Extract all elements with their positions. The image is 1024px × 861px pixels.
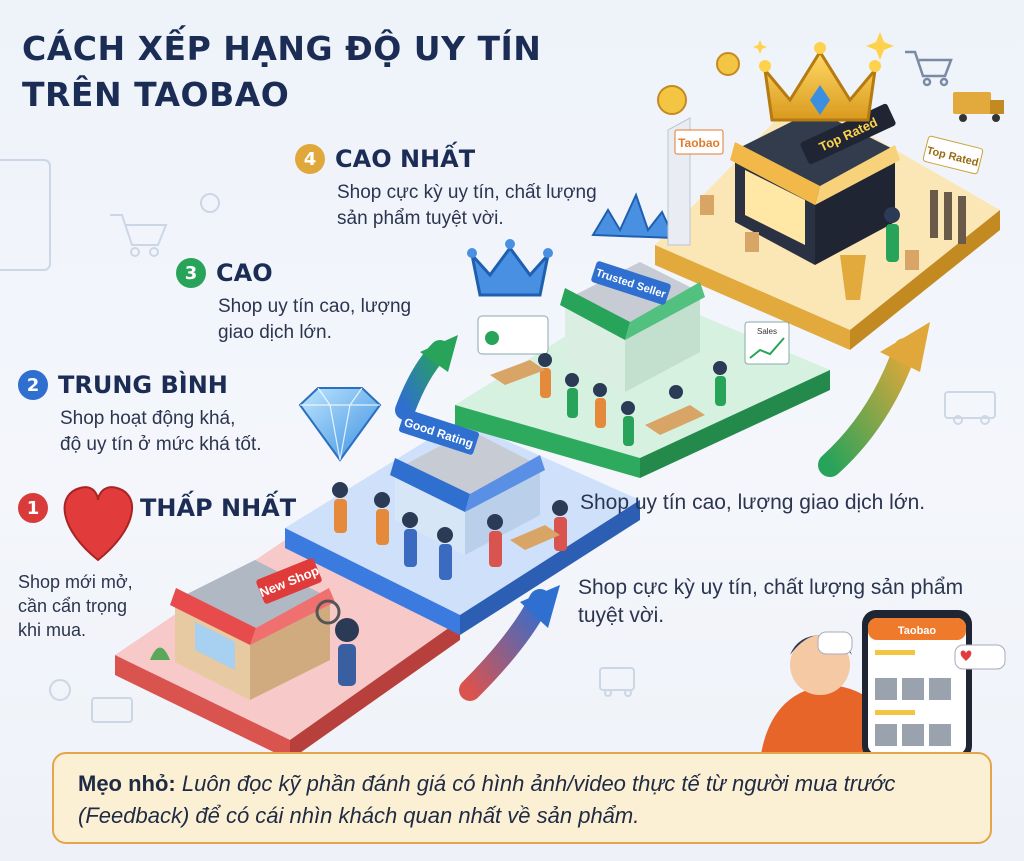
level-1-number-badge: 1 (18, 493, 48, 523)
side-note-highest: Shop cực kỳ uy tín, chất lượng sản phẩm … (578, 574, 963, 630)
page-title-line-2: TRÊN TAOBAO (22, 75, 290, 114)
gold-coin-icons (657, 52, 740, 115)
level-4-desc-line-2: sản phẩm tuyệt vời. (337, 208, 504, 229)
taobao-wall-sign: Taobao (678, 136, 720, 150)
level-4-number-badge: 4 (295, 144, 325, 174)
level-1-desc-line-3: khi mua. (18, 620, 87, 640)
level-2-desc-line-2: độ uy tín ở mức khá tốt. (60, 434, 262, 455)
background-decor (0, 159, 996, 723)
new-shop-store: New Shop (150, 558, 359, 700)
side-note-highest-line-1: Shop cực kỳ uy tín, chất lượng sản phẩm (578, 576, 964, 599)
level-3-desc-line-2: giao dịch lớn. (218, 322, 332, 343)
phone-app-title: Taobao (898, 625, 937, 637)
top-rated-store: Taobao Top Rated Top Rated (667, 103, 984, 300)
blue-crown-icon (467, 239, 553, 297)
page-title: CÁCH XẾP HẠNG ĐỘ UY TÍN TRÊN TAOBAO (22, 26, 541, 118)
level-2-desc-line-1: Shop hoạt động khá, (60, 408, 236, 429)
heart-icon (63, 486, 133, 562)
level-3-title: CAO (216, 259, 273, 287)
level-2-number-badge: 2 (18, 370, 48, 400)
level-4-desc-line-1: Shop cực kỳ uy tín, chất lượng (337, 182, 597, 203)
level-3-block: 3 CAO Shop uy tín cao, lượng giao dịch l… (176, 258, 411, 346)
level-4-title: CAO NHẤT (335, 145, 476, 173)
progress-arrows (395, 322, 930, 701)
level-1-title: THẤP NHẤT (140, 494, 297, 522)
tip-box: Mẹo nhỏ: Luôn đọc kỹ phần đánh giá có hì… (52, 752, 992, 844)
tip-label: Mẹo nhỏ: (78, 771, 176, 796)
level-3-desc-line-1: Shop uy tín cao, lượng (218, 296, 412, 317)
sales-board-label: Sales (757, 327, 777, 336)
cart-icon (905, 50, 953, 87)
page-title-line-1: CÁCH XẾP HẠNG ĐỘ UY TÍN (22, 29, 542, 68)
level-1-desc-line-2: cần cẩn trọng (18, 596, 128, 616)
gold-crown-icon (759, 42, 881, 122)
side-note-high: Shop uy tín cao, lượng giao dịch lớn. (580, 491, 926, 514)
sparkle-icons (753, 32, 894, 60)
tip-text: Luôn đọc kỹ phần đánh giá có hình ảnh/vi… (78, 771, 896, 828)
trusted-seller-store: Trusted Seller Sales (477, 192, 790, 446)
level-2-title: TRUNG BÌNH (58, 371, 228, 399)
level-4-block: 4 CAO NHẤT Shop cực kỳ uy tín, chất lượn… (295, 144, 597, 232)
phone-review-illustration: Taobao (760, 610, 1006, 760)
diamond-icon (298, 387, 382, 462)
level-3-number-badge: 3 (176, 258, 206, 288)
level-1-desc: Shop mới mở, cần cẩn trọng khi mua. (18, 570, 133, 642)
level-1-desc-line-1: Shop mới mở, (18, 572, 133, 592)
side-note-highest-line-2: tuyệt vời. (578, 604, 665, 627)
level-2-block: 2 TRUNG BÌNH Shop hoạt động khá, độ uy t… (18, 370, 262, 458)
good-rating-store: Good Rating (332, 409, 568, 580)
delivery-truck-icon (953, 92, 1004, 122)
